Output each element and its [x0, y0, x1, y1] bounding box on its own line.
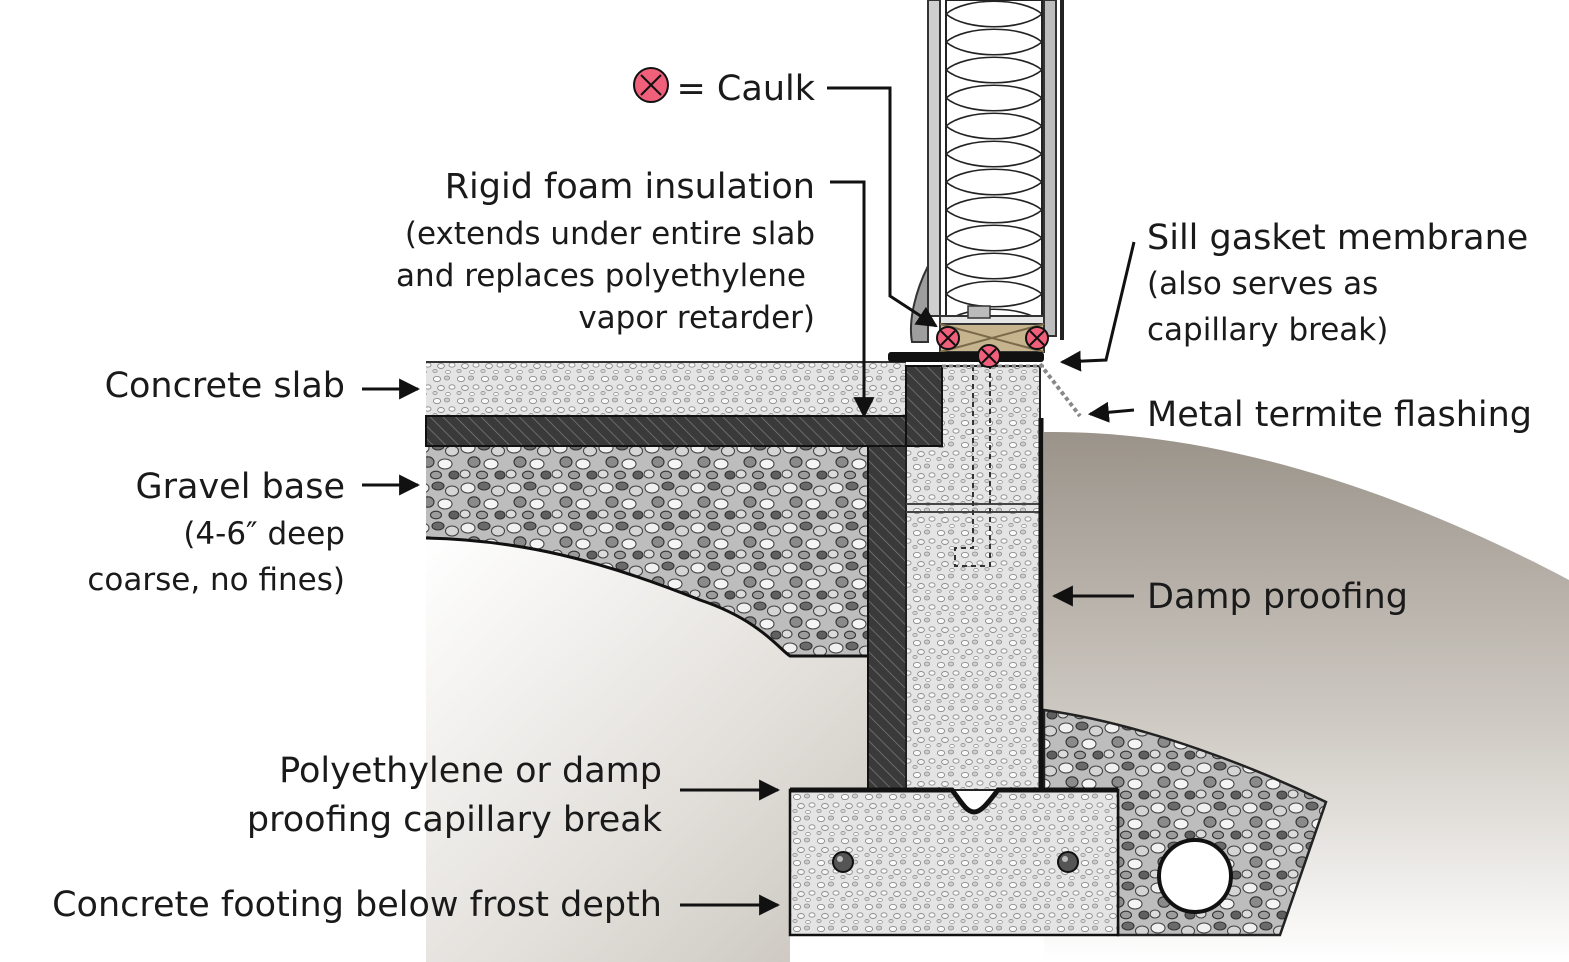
- termite-flashing: [1038, 362, 1082, 418]
- drain-pipe: [1157, 838, 1233, 914]
- drain-gravel-bed: [1042, 708, 1328, 937]
- rigid-foam-leader: [830, 180, 875, 419]
- concrete-slab: [426, 362, 906, 416]
- caulk-legend-icon: [633, 67, 669, 103]
- interior-soil: [426, 538, 868, 962]
- rigid-foam-line1: (extends under entire slab: [405, 216, 815, 252]
- capillary-break-line1: Polyethylene or damp: [279, 751, 662, 791]
- rigid-foam-line3: vapor retarder): [578, 300, 815, 336]
- baseboard: [910, 265, 929, 343]
- sill-gasket-line2: capillary break): [1147, 312, 1388, 348]
- capillary-break-line2: proofing capillary break: [247, 800, 663, 840]
- sill-gasket-line1: (also serves as: [1147, 266, 1378, 302]
- footing-label: Concrete footing below frost depth: [52, 885, 662, 925]
- gravel-base-line1: (4-6″ deep: [183, 516, 345, 552]
- caulk-bead-bottom: [977, 344, 1001, 368]
- rigid-foam-line2: and replaces polyethylene: [396, 258, 806, 294]
- capillary-break-layer: [790, 787, 1118, 815]
- rigid-foam-title: Rigid foam insulation: [445, 167, 815, 207]
- rebar-left: [832, 851, 854, 873]
- concrete-slab-label: Concrete slab: [105, 366, 345, 406]
- wall-drywall: [927, 0, 941, 317]
- termite-flashing-arrow: [1087, 401, 1135, 423]
- rigid-foam-horizontal: [425, 415, 907, 447]
- sill-gasket: [888, 352, 1044, 362]
- damp-proofing-label: Damp proofing: [1147, 577, 1408, 617]
- caulk-bead-right: [1025, 326, 1049, 350]
- gravel-base-line2: coarse, no fines): [87, 562, 345, 598]
- sill-gasket-leader: [1059, 241, 1136, 372]
- caulk-legend-label: = Caulk: [676, 69, 815, 109]
- rebar-right: [1057, 851, 1079, 873]
- wall-batt-insulation: [945, 0, 1043, 317]
- wall-sheathing: [1043, 0, 1057, 337]
- caulk-bead-left: [936, 326, 960, 350]
- gravel-base-title: Gravel base: [136, 467, 346, 507]
- termite-flashing-label: Metal termite flashing: [1147, 395, 1532, 435]
- rigid-foam-vertical: [867, 445, 907, 791]
- anchor-bolt: [954, 366, 991, 567]
- gravel-base: [426, 446, 868, 656]
- sill-gasket-title: Sill gasket membrane: [1147, 218, 1528, 258]
- caulk-leader: [827, 86, 938, 328]
